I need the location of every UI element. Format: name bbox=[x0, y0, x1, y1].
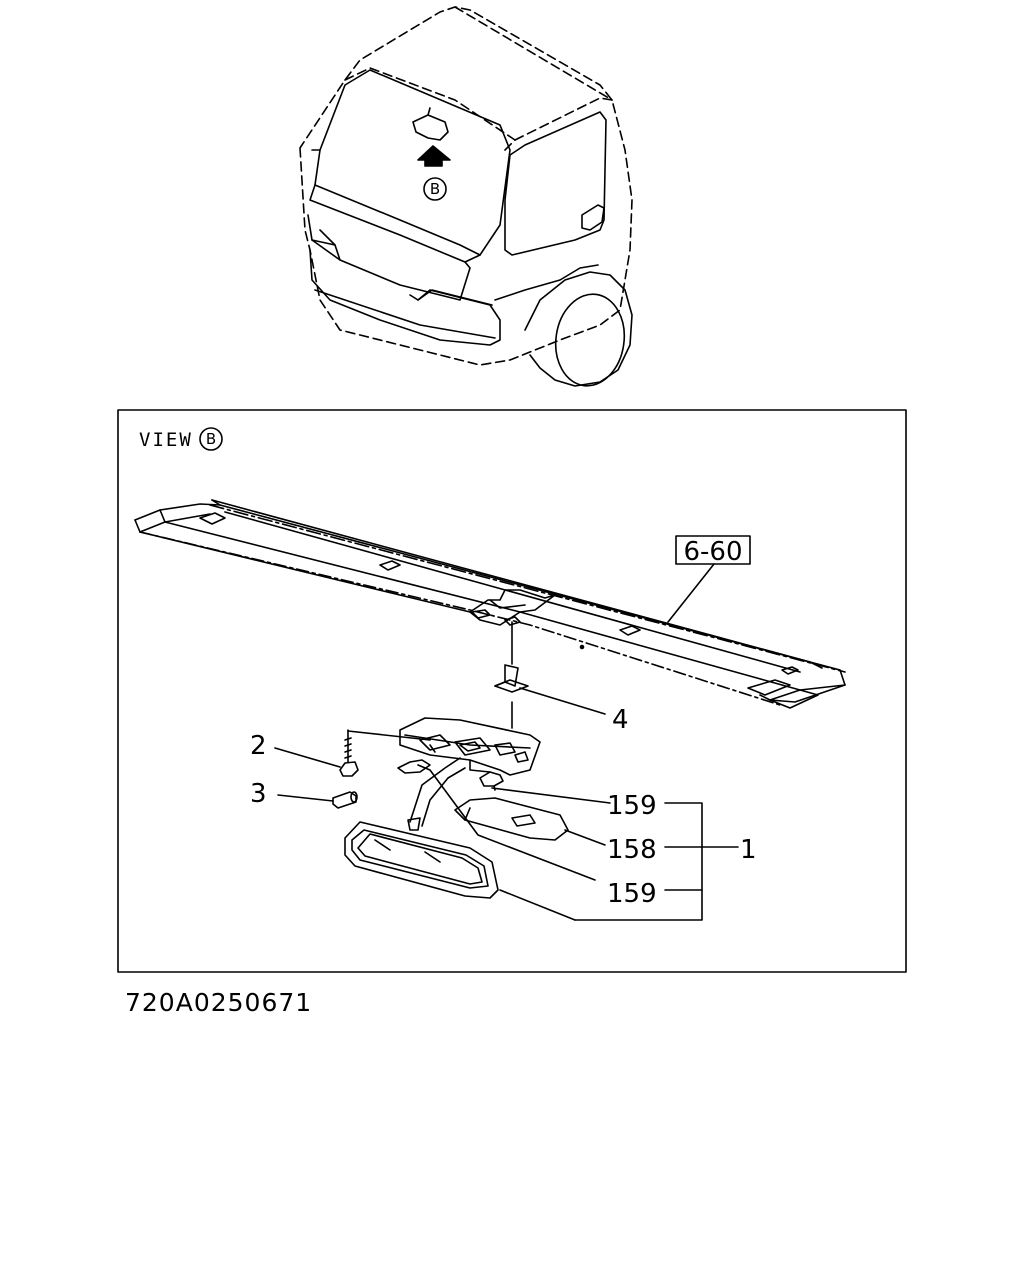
callout-2: 2 bbox=[250, 731, 267, 761]
truck-cab-drawing bbox=[299, 6, 633, 387]
drawing-code: 720A0250671 bbox=[125, 988, 313, 1017]
part-2-screw bbox=[274, 729, 431, 777]
view-b-circle-marker bbox=[199, 427, 223, 451]
view-b-frame bbox=[117, 409, 907, 973]
view-b-letter-top: B bbox=[430, 180, 440, 198]
callout-159-lower: 159 bbox=[607, 879, 657, 909]
bulb-159-lower bbox=[397, 759, 596, 881]
assembly-bracket bbox=[574, 802, 703, 921]
view-b-letter: B bbox=[206, 430, 216, 448]
callout-3: 3 bbox=[250, 779, 267, 809]
bulb-159-upper bbox=[479, 771, 611, 804]
callout-1: 1 bbox=[740, 835, 757, 865]
reference-label: 6-60 bbox=[683, 537, 742, 567]
callout-158: 158 bbox=[607, 835, 657, 865]
mirror-lamp-base bbox=[399, 717, 541, 776]
part-158-lens bbox=[454, 797, 606, 846]
callout-4: 4 bbox=[612, 705, 629, 735]
callout-159-upper: 159 bbox=[607, 791, 657, 821]
roof-rail-drawing bbox=[134, 499, 846, 709]
part-3-pin bbox=[277, 791, 358, 809]
view-label: VIEW bbox=[139, 429, 193, 451]
rear-view-mirror bbox=[344, 821, 576, 921]
part-4-clip bbox=[494, 621, 606, 729]
